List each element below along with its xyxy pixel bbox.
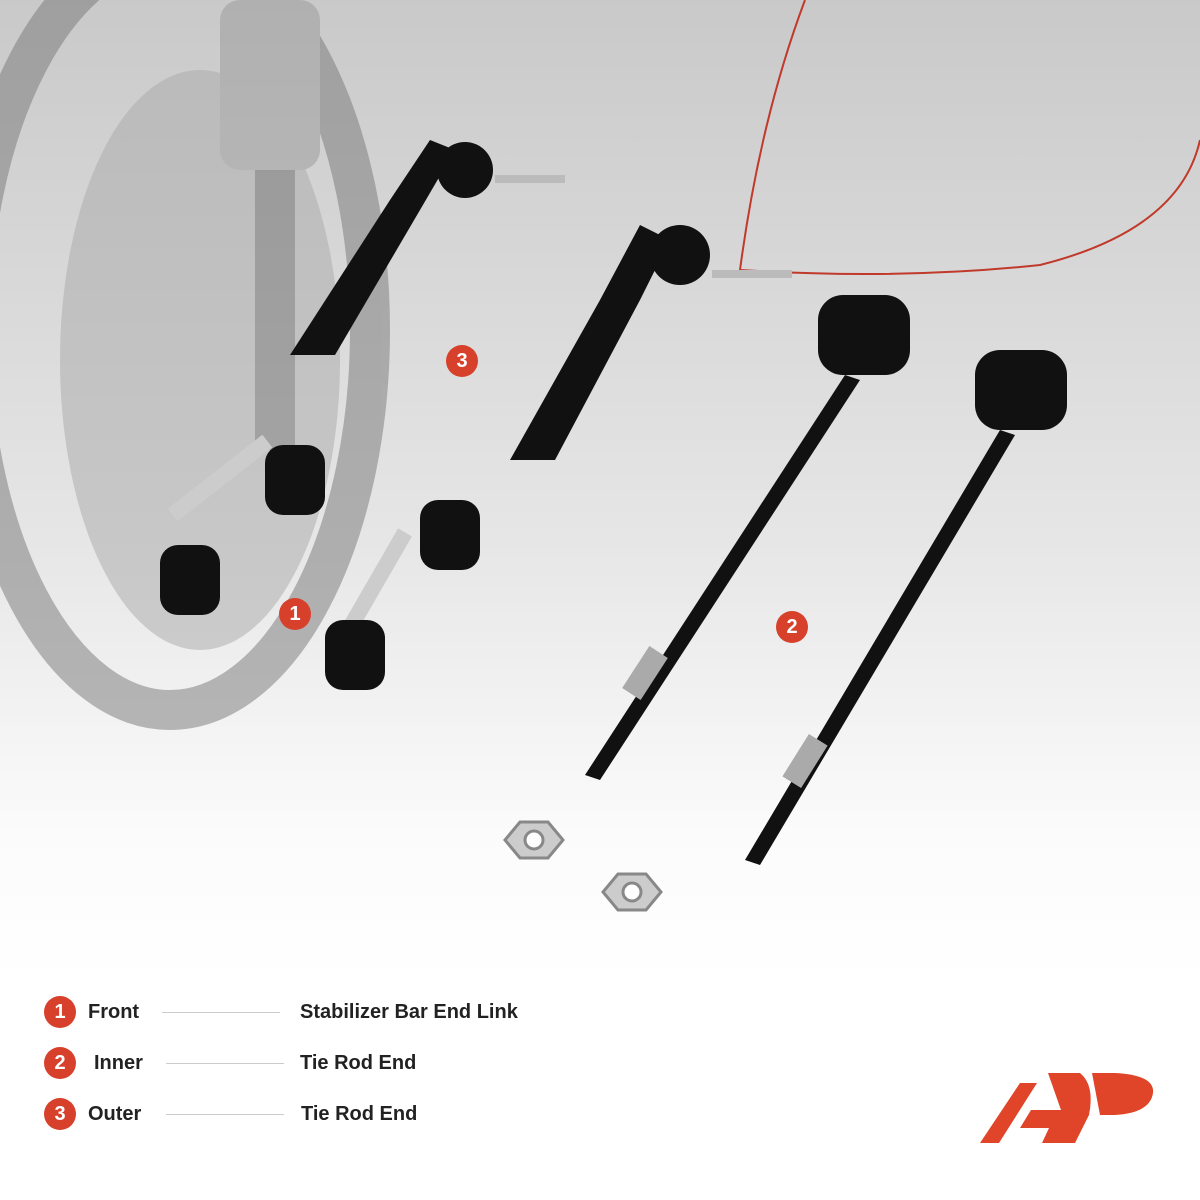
product-scene [0, 0, 1200, 980]
legend-position: Front [88, 1000, 140, 1023]
legend-divider [166, 1063, 284, 1064]
outer-tie-rod-end [290, 140, 792, 460]
legend-part: Tie Rod End [300, 1051, 417, 1074]
callout-outline [738, 0, 1200, 275]
legend-divider [166, 1114, 284, 1115]
legend-badge: 1 [44, 996, 76, 1028]
callout-badge-1: 1 [279, 598, 311, 630]
stabilizer-bar-end-link [160, 434, 480, 690]
inner-tie-rod [585, 295, 1067, 865]
legend-row-inner: 2 Inner Tie Rod End [44, 1046, 416, 1080]
legend-part: Stabilizer Bar End Link [300, 1000, 518, 1023]
lock-nuts [503, 820, 663, 912]
legend-badge: 2 [44, 1047, 76, 1079]
legend-row-front: 1 Front Stabilizer Bar End Link [44, 995, 518, 1029]
callout-badge-2: 2 [776, 611, 808, 643]
legend-part: Tie Rod End [301, 1102, 418, 1125]
callout-badge-3: 3 [446, 345, 478, 377]
legend-divider [162, 1012, 280, 1013]
legend-position: Outer [88, 1102, 142, 1125]
legend-badge: 3 [44, 1098, 76, 1130]
brand-logo [980, 1073, 1154, 1143]
legend-row-outer: 3 Outer Tie Rod End [44, 1097, 417, 1131]
legend-position: Inner [94, 1051, 143, 1074]
